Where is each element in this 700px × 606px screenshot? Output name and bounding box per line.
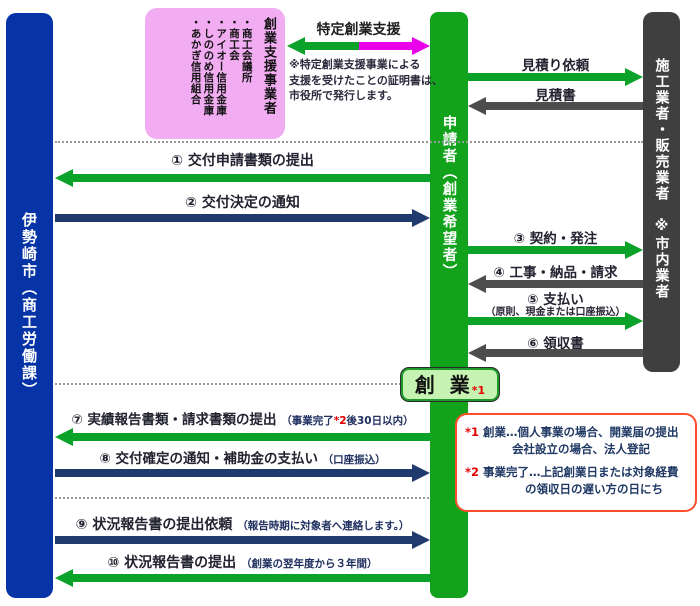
arrow-head-right-icon (625, 241, 643, 259)
arrow-head-right-icon (412, 37, 430, 55)
flow-7-label: ⑦ 実績報告書類・請求書類の提出 （事業完了*2後30日以内） (71, 412, 414, 428)
footnote-1-continued: 会社設立の場合、法人登記 (512, 441, 650, 456)
arrow-head-left-icon (55, 169, 73, 187)
flow-9-arrow (55, 531, 430, 549)
special-support-arrow (287, 37, 430, 55)
flow-3-arrow (468, 241, 643, 259)
vendor-column-label: 施工業者・販売業者 ※市内業者 (653, 58, 670, 300)
flow-10-label: ⑩ 状況報告書の提出 （創業の翌年度から３年間） (107, 555, 378, 571)
flow-7-arrow (55, 428, 430, 446)
support-box-item: ・しののめ信用金庫 (202, 17, 215, 116)
vendor-column: 施工業者・販売業者 ※市内業者 (643, 12, 680, 372)
flow-estimate-request-label: 見積り依頼 (521, 58, 590, 74)
footnote-2-continued: の領収日の遅い方の日にち (525, 482, 663, 497)
city-column-label: 伊勢崎市（商工労働課） (20, 212, 38, 399)
city-column: 伊勢崎市（商工労働課） (6, 13, 53, 598)
dotted-separator (55, 497, 429, 499)
support-box-item: ・アイオー信用金庫 (215, 17, 228, 116)
flow-estimate-arrow (468, 97, 643, 115)
support-box-title: 創業支援事業者 (261, 17, 276, 115)
arrow-head-left-icon (287, 37, 305, 55)
flow-2-label: ② 交付決定の通知 (185, 195, 300, 211)
arrow-head-left-icon (468, 275, 486, 293)
flow-5-label: ⑤ 支払い (527, 292, 584, 308)
footnote-2: *2 事業完了…上記創業日または対象経費 (465, 465, 679, 480)
flow-6-arrow (468, 344, 643, 362)
arrow-head-left-icon (468, 97, 486, 115)
flow-4-arrow (468, 275, 643, 293)
flow-1-label: ① 交付申請書類の提出 (171, 153, 314, 169)
flow-4-label: ④ 工事・納品・請求 (493, 265, 618, 281)
footnotes-box: *1 創業…個人事業の場合、開業届の提出 会社設立の場合、法人登記 *2 事業完… (455, 413, 697, 512)
flow-8-arrow (55, 464, 430, 482)
flow-10-arrow (55, 569, 430, 587)
flow-2-arrow (55, 209, 430, 227)
arrow-head-right-icon (412, 209, 430, 227)
flow-6-label: ⑥ 領収書 (527, 336, 584, 352)
flow-5-sublabel: （原則、現金または口座振込） (485, 307, 626, 318)
support-organizations-box: 創業支援事業者 ・商工会議所 ・商工会 ・アイオー信用金庫 ・しののめ信用金庫 … (145, 8, 285, 139)
flow-9-label: ⑨ 状況報告書の提出依頼 （報告時期に対象者へ連絡します。） (75, 517, 410, 533)
arrow-head-left-icon (55, 569, 73, 587)
startup-milestone-box: 創 業 *1 (401, 368, 499, 401)
flow-estimate-request-arrow (468, 68, 643, 86)
startup-label: 創 業 (414, 372, 474, 397)
dotted-separator (55, 141, 643, 143)
arrow-head-left-icon (55, 428, 73, 446)
startup-footnote-marker: *1 (471, 384, 486, 397)
footnote-1: *1 創業…個人事業の場合、開業届の提出 (465, 425, 679, 439)
special-support-note: ※特定創業支援事業による 支援を受けたことの証明書は、 市役所で発行します。 (289, 58, 443, 103)
dotted-separator (55, 383, 401, 385)
flow-1-arrow (55, 169, 430, 187)
applicant-column-label: 申請者（創業希望者） (440, 115, 457, 280)
arrow-head-right-icon (625, 68, 643, 86)
flow-8-label: ⑧ 交付確定の通知・補助金の支払い （口座振込） (99, 451, 386, 467)
arrow-head-left-icon (468, 344, 486, 362)
flow-estimate-label: 見積書 (535, 88, 576, 104)
support-box-item: ・あかぎ信用組合 (189, 17, 202, 105)
support-box-item: ・商工会議所 (240, 17, 253, 83)
arrow-head-right-icon (412, 464, 430, 482)
special-support-label: 特定創業支援 (316, 22, 401, 38)
arrow-head-right-icon (412, 531, 430, 549)
applicant-column: 申請者（創業希望者） (430, 12, 468, 598)
arrow-head-right-icon (625, 312, 643, 330)
flow-5-arrow (468, 312, 643, 330)
support-box-item: ・商工会 (227, 17, 240, 61)
flow-3-label: ③ 契約・発注 (513, 231, 598, 247)
